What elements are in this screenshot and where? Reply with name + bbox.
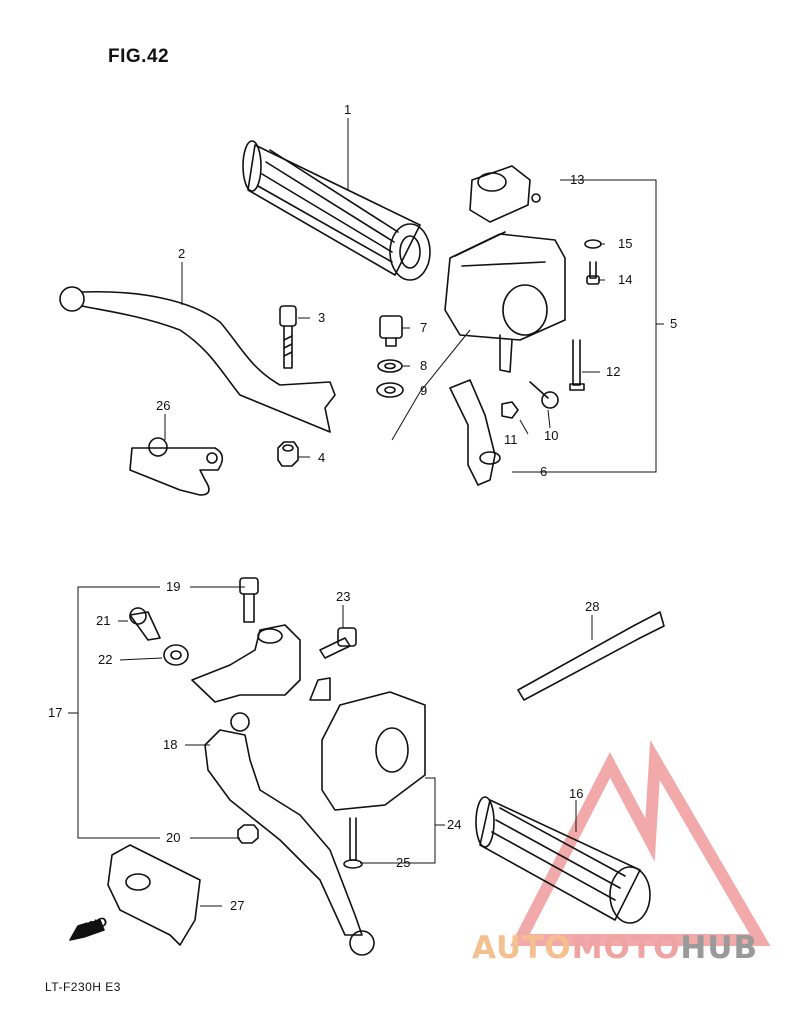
part-1-grip — [242, 140, 431, 281]
part-9-washer — [376, 382, 404, 398]
callout-14: 14 — [618, 272, 632, 287]
callout-25: 25 — [396, 855, 410, 870]
fwd-arrow-icon — [69, 919, 105, 941]
callout-1: 1 — [344, 102, 351, 117]
part-24-switch-housing — [309, 677, 426, 811]
part-3-pivot-bolt — [279, 305, 297, 369]
part-25-screw — [343, 817, 363, 869]
callout-8: 8 — [420, 358, 427, 373]
callout-19: 19 — [166, 579, 180, 594]
part-11-nut — [501, 401, 519, 419]
callout-10: 10 — [544, 428, 558, 443]
watermark-logo — [510, 739, 771, 946]
part-17-lever-perch — [191, 624, 301, 703]
model-code: LT-F230H E3 — [45, 980, 121, 994]
callout-5: 5 — [670, 316, 677, 331]
part-27-lever-cover — [107, 844, 201, 946]
part-22-nut — [163, 644, 189, 666]
callout-26: 26 — [156, 398, 170, 413]
part-15-washer — [584, 239, 602, 249]
callout-labels: 1 2 3 4 5 6 7 8 9 10 11 12 13 14 15 16 1… — [48, 102, 677, 937]
callout-20: 20 — [166, 830, 180, 845]
part-2-brake-lever — [59, 286, 336, 433]
callout-3: 3 — [318, 310, 325, 325]
part-5-switch-housing — [444, 231, 566, 373]
part-23-bolt — [319, 627, 357, 659]
watermark-text: AUTOMOTOHUB — [472, 930, 758, 966]
callout-23: 23 — [336, 589, 350, 604]
watermark-text-part2: MOTO — [571, 930, 681, 966]
callout-27: 27 — [230, 898, 244, 913]
callout-24: 24 — [447, 817, 461, 832]
part-12-screw — [569, 339, 585, 391]
callout-18: 18 — [163, 737, 177, 752]
part-28-band — [517, 611, 665, 701]
part-8-washer — [377, 359, 403, 373]
callout-11: 11 — [504, 432, 518, 447]
part-14-screw — [586, 261, 600, 285]
part-18-clutch-lever — [204, 712, 375, 956]
callout-7: 7 — [420, 320, 427, 335]
leader-lines — [68, 118, 664, 907]
part-26-bracket — [129, 437, 224, 496]
part-4-nut — [277, 441, 299, 467]
callout-9: 9 — [420, 383, 427, 398]
part-6-choke-lever — [449, 379, 501, 486]
callout-15: 15 — [618, 236, 632, 251]
part-21-adjuster — [129, 607, 161, 641]
callout-4: 4 — [318, 450, 325, 465]
part-13-switch — [469, 165, 541, 223]
watermark-text-part1: AUTO — [472, 930, 572, 966]
callout-6: 6 — [540, 464, 547, 479]
part-16-grip — [475, 796, 651, 924]
watermark-text-part3: HUB — [680, 930, 759, 966]
callout-22: 22 — [98, 652, 112, 667]
part-10-screw — [529, 381, 559, 409]
figure-title: FIG.42 — [108, 46, 170, 67]
part-20-nut — [237, 824, 259, 844]
callout-16: 16 — [569, 786, 583, 801]
callout-12: 12 — [606, 364, 620, 379]
callout-21: 21 — [96, 613, 110, 628]
callout-28: 28 — [585, 599, 599, 614]
callout-13: 13 — [570, 172, 584, 187]
part-19-bolt — [239, 577, 259, 623]
callout-17: 17 — [48, 705, 62, 720]
part-7-bolt — [379, 315, 403, 347]
callout-2: 2 — [178, 246, 185, 261]
